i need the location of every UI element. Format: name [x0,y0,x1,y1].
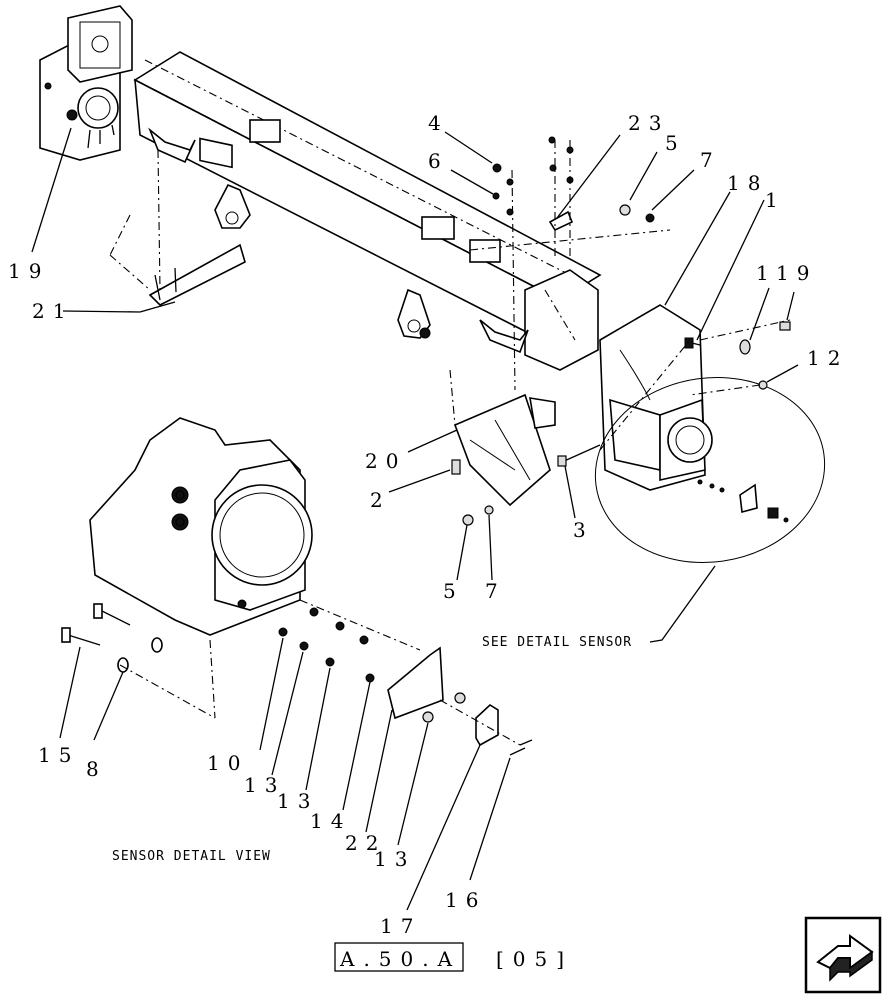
callout-19-right: 19 [776,261,817,285]
callout-14: 14 [310,809,351,833]
callout-13-b: 13 [277,789,318,813]
callout-8: 8 [86,757,107,781]
left-end-housing [39,5,133,161]
callout-13-c: 13 [374,847,415,871]
callout-5-top: 5 [665,131,686,155]
callout-20: 20 [365,449,406,473]
callout-21: 21 [32,299,73,323]
reference-code: A.50.A [05] [334,942,573,972]
callout-16: 16 [445,888,486,912]
detail-housing [89,417,313,636]
bracket-20 [453,393,556,507]
callout-15: 15 [38,743,79,767]
main-frame-tube [133,51,602,371]
next-page-arrow-icon [816,934,874,982]
callout-5-mid: 5 [443,579,464,603]
reference-code-boxed: A.50.A [339,947,461,971]
callout-23: 23 [628,111,669,135]
reference-code-suffix: [05] [496,947,573,971]
callout-18: 18 [727,171,768,195]
callout-22: 22 [345,831,386,855]
callout-1: 1 [765,188,786,212]
leader-lines [31,127,799,911]
detail-fasteners [61,599,533,756]
callout-19-left: 19 [8,259,49,283]
next-page-button[interactable] [804,916,882,994]
reference-box [334,942,464,972]
callout-13-a: 13 [244,773,285,797]
callout-2: 2 [370,488,391,512]
callout-3: 3 [573,518,594,542]
right-end-housing [599,304,713,491]
callout-10: 10 [207,751,248,775]
detail-callout-ellipse [594,377,826,563]
callout-numbers: 19 21 4 6 23 5 7 18 1 1 19 12 20 2 3 5 7… [8,111,848,938]
see-detail-note: SEE DETAIL SENSOR [482,635,632,650]
sensor-small-parts [697,479,789,523]
callout-7-top: 7 [700,148,721,172]
callout-7-mid: 7 [485,579,506,603]
callout-4: 4 [428,111,449,135]
callout-12: 12 [807,346,848,370]
sensor-detail-view-label: SENSOR DETAIL VIEW [112,849,271,864]
callout-17: 17 [380,914,421,938]
callout-11: 1 [756,261,777,285]
callout-6: 6 [428,149,449,173]
bracket-21 [139,243,246,313]
